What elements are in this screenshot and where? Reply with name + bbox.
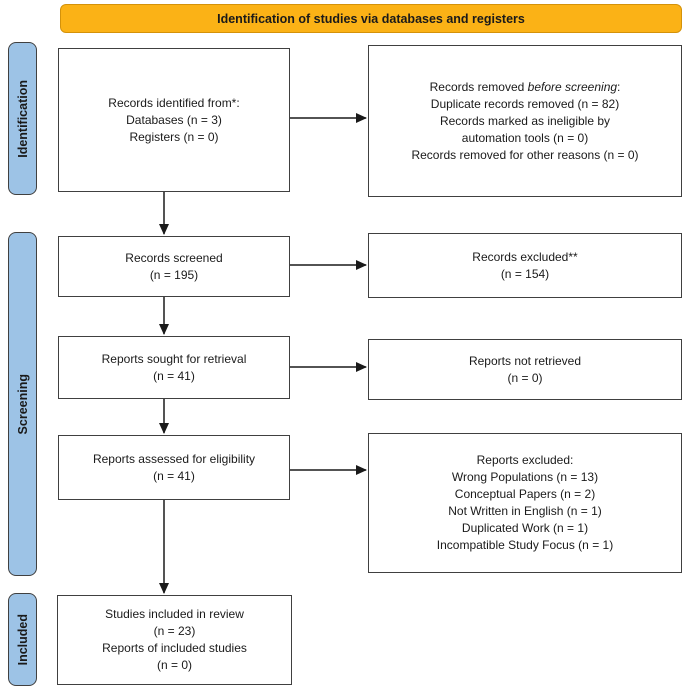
box-reports-assessed: Reports assessed for eligibility (n = 41… [58,435,290,500]
box-records-screened: Records screened (n = 195) [58,236,290,297]
box-records-excluded: Records excluded** (n = 154) [368,233,682,298]
stage-included: Included [8,593,37,686]
stage-identification: Identification [8,42,37,195]
stage-screening: Screening [8,232,37,576]
banner-identification-via-databases: Identification of studies via databases … [60,4,682,33]
box-line: Reports excluded: [476,453,574,467]
box-line: (n = 0) [156,658,192,672]
stage-identification-label: Identification [15,79,30,158]
box-line: Reports sought for retrieval [101,351,247,366]
box-reports-not-retrieved: Reports not retrieved (n = 0) [368,339,682,400]
box-line: Records excluded** [472,249,578,264]
box-line: Records marked as ineligible by [439,113,611,128]
box-line: Wrong Populations (n = 13) [451,470,599,484]
box-line: (n = 41) [153,468,195,483]
box-line: Conceptual Papers (n = 2) [454,487,596,501]
box-line: Studies included in review [105,607,244,621]
box-line: (n = 0) [507,370,543,385]
box-line: Records removed for other reasons (n = 0… [411,147,639,162]
banner-label: Identification of studies via databases … [217,11,525,26]
box-line: (n = 23) [153,624,196,638]
stage-included-label: Included [15,613,30,666]
box-line: (n = 154) [500,266,550,281]
box-line: Records identified from*: [108,95,240,110]
box-line: Records removed before screening: [429,79,621,94]
box-studies-included: Studies included in review (n = 23) Repo… [57,595,292,685]
box-line: (n = 41) [153,368,195,383]
box-reports-excluded: Reports excluded: Wrong Populations (n =… [368,433,682,573]
box-line: Duplicated Work (n = 1) [461,521,589,535]
box-line: Registers (n = 0) [129,129,219,144]
box-line: Reports of included studies [102,641,247,655]
box-reports-sought: Reports sought for retrieval (n = 41) [58,336,290,399]
box-line: Reports not retrieved [468,353,582,368]
box-records-identified: Records identified from*: Databases (n =… [58,48,290,192]
box-line: Records screened [125,250,223,265]
box-records-removed-before-screening: Records removed before screening: Duplic… [368,45,682,197]
box-line: automation tools (n = 0) [461,130,589,145]
box-line: (n = 195) [149,267,199,282]
box-line: Reports assessed for eligibility [92,451,256,466]
box-line: Incompatible Study Focus (n = 1) [436,538,614,552]
box-line: Not Written in English (n = 1) [448,504,602,518]
box-line: Databases (n = 3) [126,112,222,127]
stage-screening-label: Screening [15,373,30,435]
italic-before-screening: before screening [527,79,618,94]
box-line: Duplicate records removed (n = 82) [430,96,620,111]
